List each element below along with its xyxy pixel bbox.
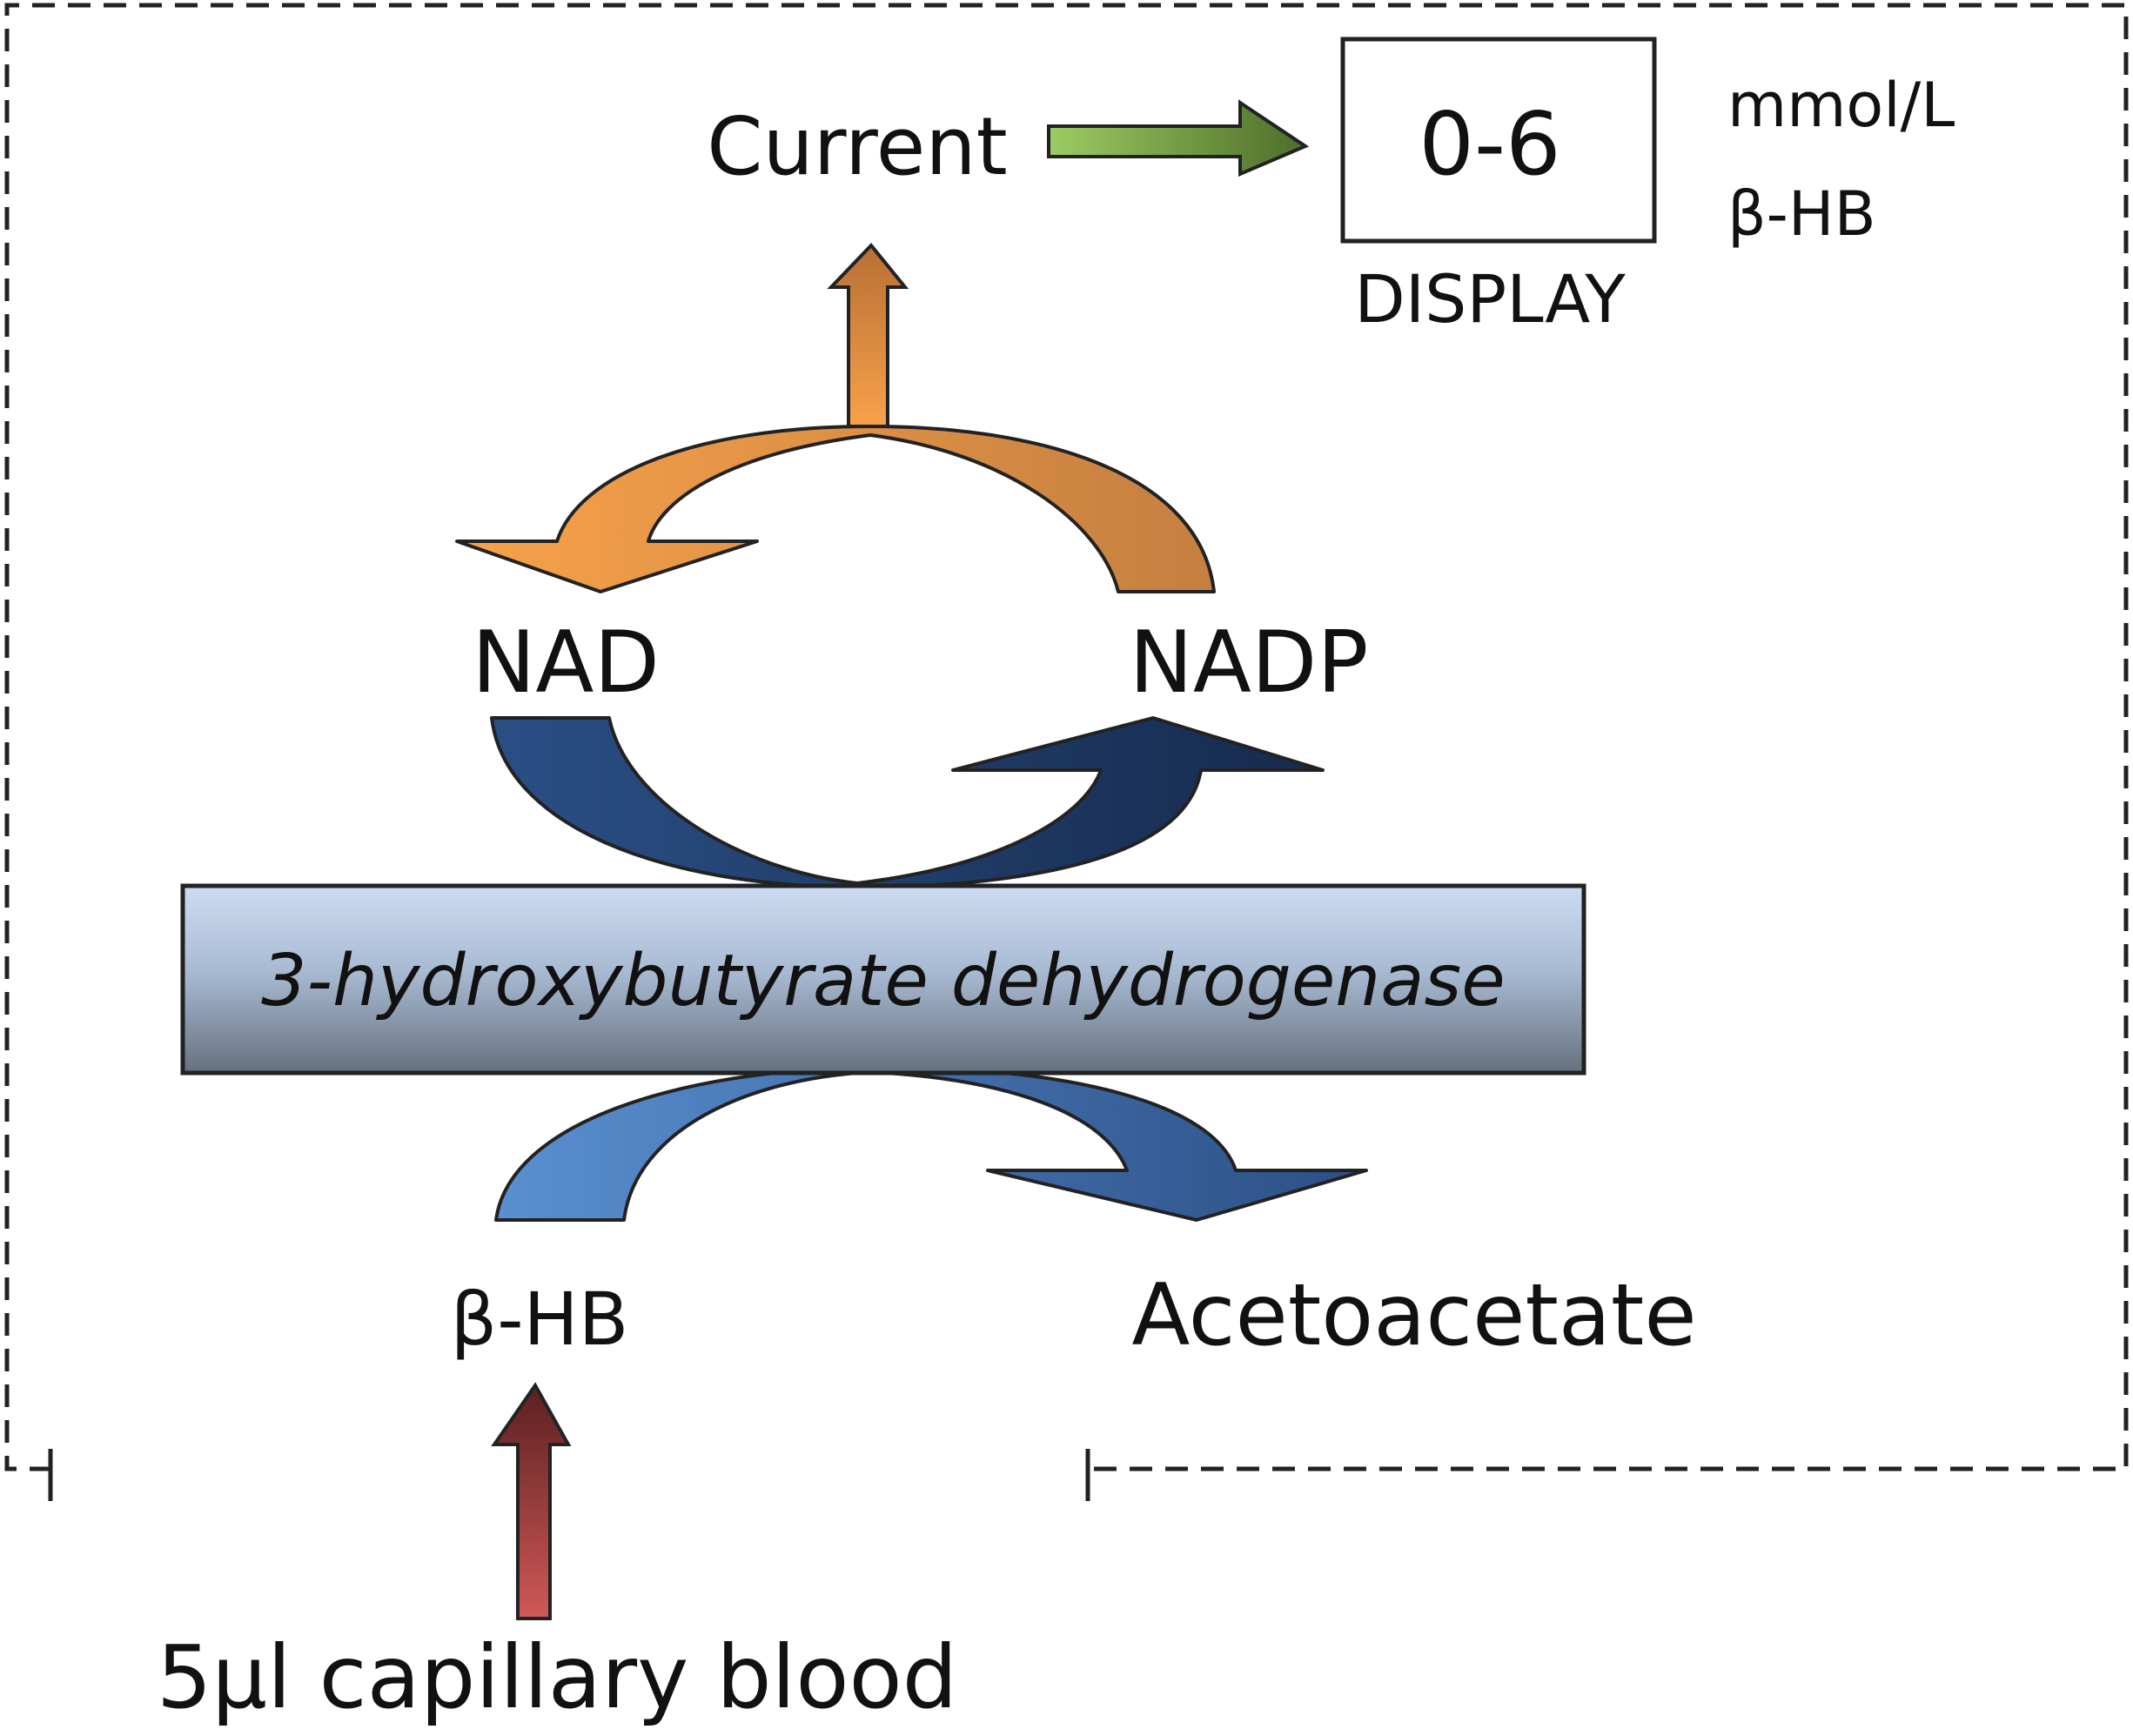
red-up-arrow bbox=[491, 1382, 572, 1620]
display-value: 0-6 bbox=[1419, 93, 1560, 195]
display-caption: DISPLAY bbox=[1354, 260, 1626, 338]
unit-label: mmol/L bbox=[1727, 70, 1955, 141]
green-arrow bbox=[1047, 99, 1310, 178]
enzyme-bar bbox=[180, 883, 1586, 1076]
product-label: Acetoacetate bbox=[1131, 1266, 1696, 1365]
enzyme-label: 3-hydroxybutyrate dehydrogenase bbox=[261, 940, 1505, 1022]
dark-blue-arc-arrow bbox=[490, 716, 1325, 889]
nad-label: NAD bbox=[472, 613, 660, 713]
display-box bbox=[1340, 37, 1657, 244]
sample-label: 5µl capillary blood bbox=[157, 1626, 957, 1728]
unit-analyte-label: β-HB bbox=[1727, 178, 1876, 250]
current-label: Current bbox=[707, 100, 1008, 193]
orange-up-arrow bbox=[827, 242, 909, 428]
light-blue-arc-arrow bbox=[494, 1065, 1368, 1222]
sensor-boundary bbox=[4, 3, 2129, 1471]
substrate-label: β-HB bbox=[451, 1277, 629, 1362]
orange-arc-arrow bbox=[455, 425, 1216, 593]
nadp-label: NADP bbox=[1130, 613, 1369, 713]
